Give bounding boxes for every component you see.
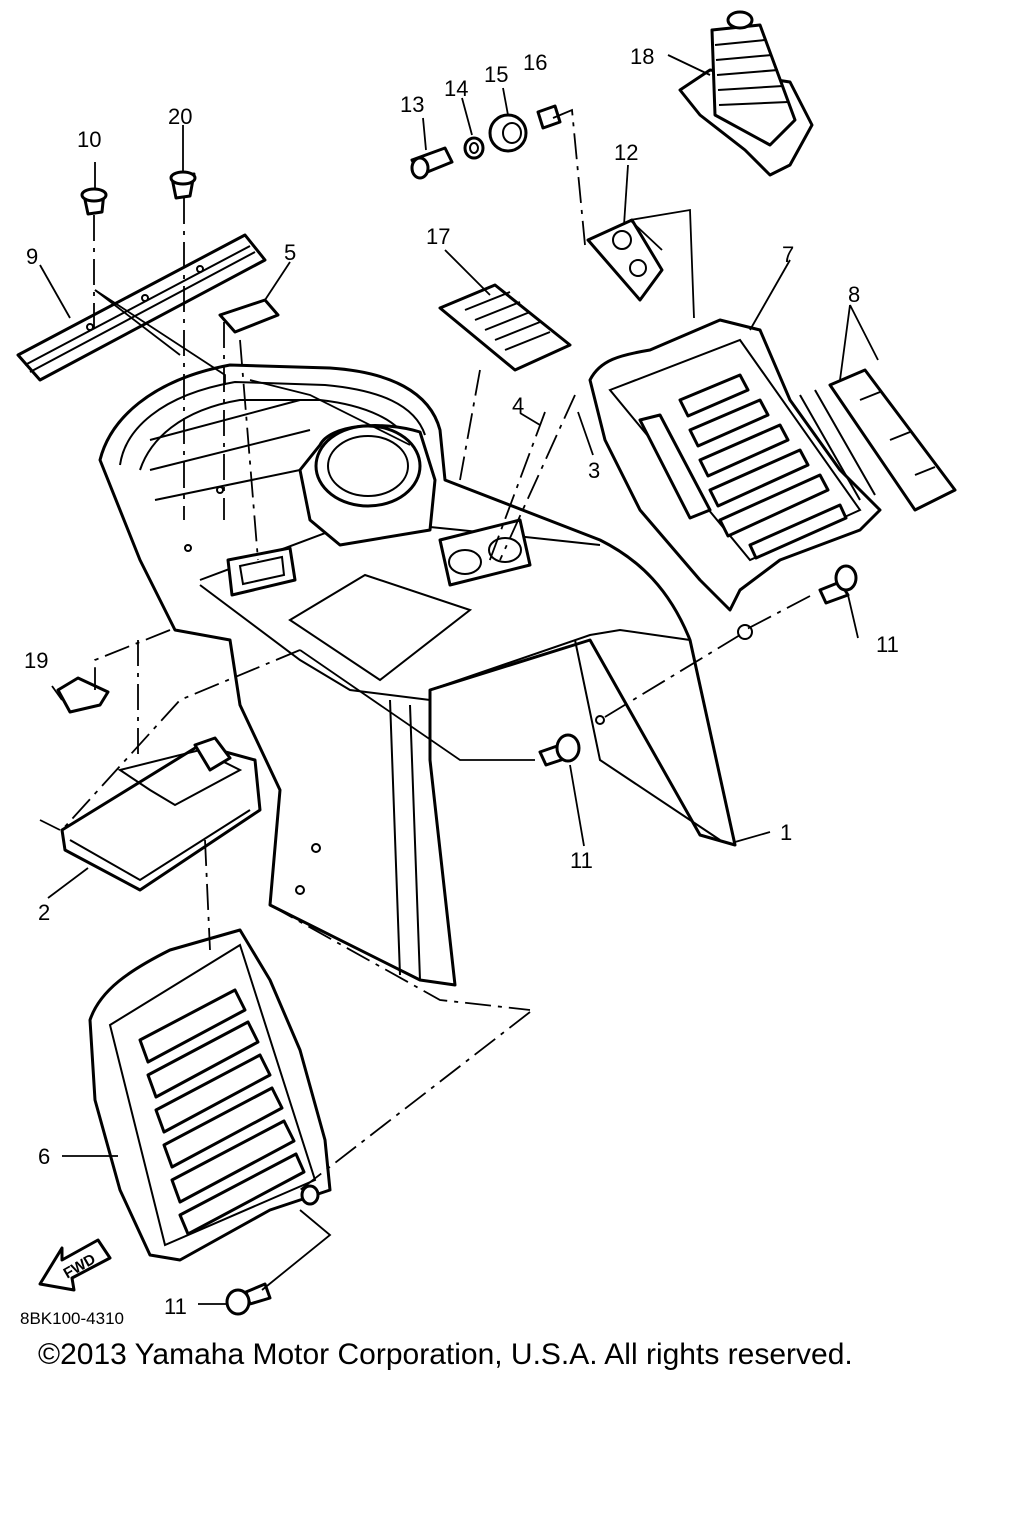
callout-labels: 1 2 3 4 5 6 7 8 9 10 11 11 11 11 12 13 1…: [20, 44, 899, 1328]
part-11-screws: [225, 564, 858, 1316]
parts-13-16-hardware: [410, 104, 562, 180]
part-19-clip: [56, 676, 110, 714]
part-2-lower-panel: [60, 736, 262, 892]
callout-12: 12: [614, 140, 638, 165]
part-5-clip: [218, 298, 280, 334]
part-12-bracket: [586, 218, 664, 302]
callout-18: 18: [630, 44, 654, 69]
callout-15: 15: [484, 62, 508, 87]
callout-11a: 11: [876, 632, 899, 657]
callout-19: 19: [24, 648, 48, 673]
part-6-louvered-panel: [88, 928, 332, 1262]
part-18-boot: [678, 10, 814, 177]
copyright-notice: ©2013 Yamaha Motor Corporation, U.S.A. A…: [38, 1338, 853, 1371]
callout-3: 3: [588, 458, 600, 483]
part-8-strip: [828, 368, 957, 512]
callout-20: 20: [168, 104, 192, 129]
callout-11c: 11: [164, 1294, 187, 1319]
callout-6: 6: [38, 1144, 50, 1169]
part-1-front-body: [98, 363, 737, 987]
callout-5: 5: [284, 240, 296, 265]
callout-pointers: [39, 54, 859, 1305]
callout-11b: 11: [570, 848, 593, 873]
callout-7: 7: [782, 242, 794, 267]
callout-4: 4: [512, 393, 524, 418]
callout-9: 9: [26, 244, 38, 269]
part-7-louvered-panel: [588, 318, 882, 640]
part-9-rail: [16, 233, 267, 382]
callout-10: 10: [77, 127, 101, 152]
diagram-code: 8BK100-4310: [20, 1309, 124, 1328]
callout-8: 8: [848, 282, 860, 307]
fwd-arrow-icon: FWD: [38, 1238, 112, 1292]
callout-16: 16: [523, 50, 547, 75]
callout-13: 13: [400, 92, 424, 117]
leader-lines: [39, 108, 879, 1291]
part-17-decal: [438, 283, 572, 372]
callout-14: 14: [444, 76, 468, 101]
callout-1: 1: [780, 820, 792, 845]
callout-17: 17: [426, 224, 450, 249]
callout-2: 2: [38, 900, 50, 925]
parts-10-20-fasteners: [80, 170, 197, 216]
